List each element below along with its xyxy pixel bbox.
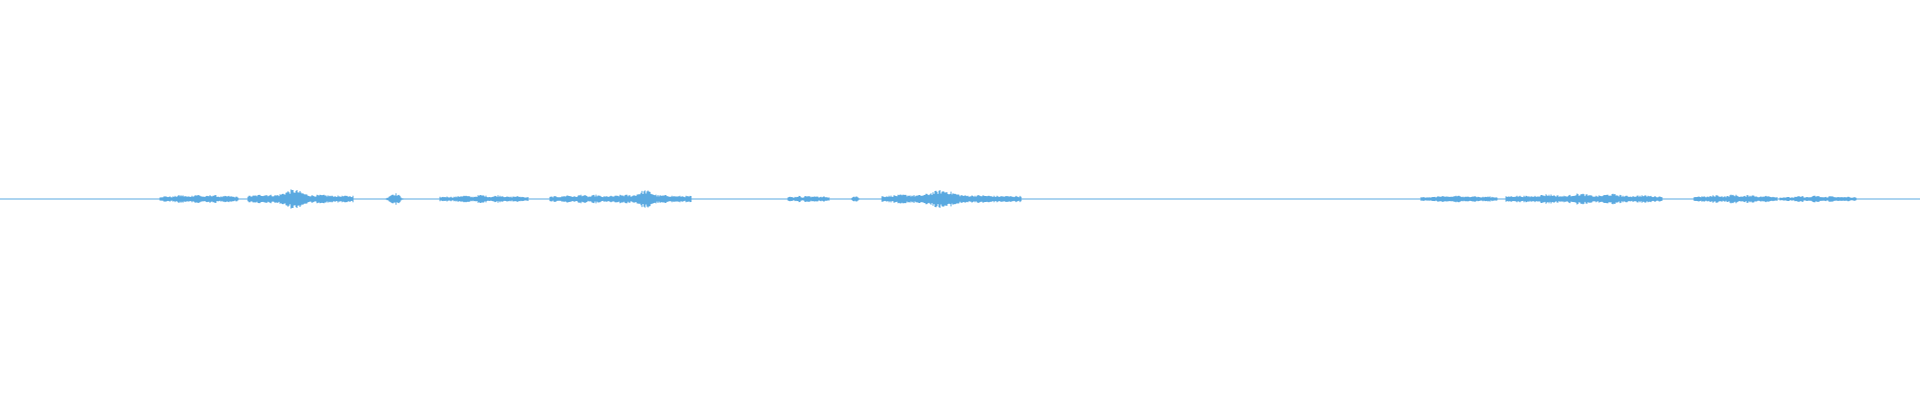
waveform-trace	[0, 189, 1920, 209]
waveform-amplitude-group	[0, 189, 1920, 209]
